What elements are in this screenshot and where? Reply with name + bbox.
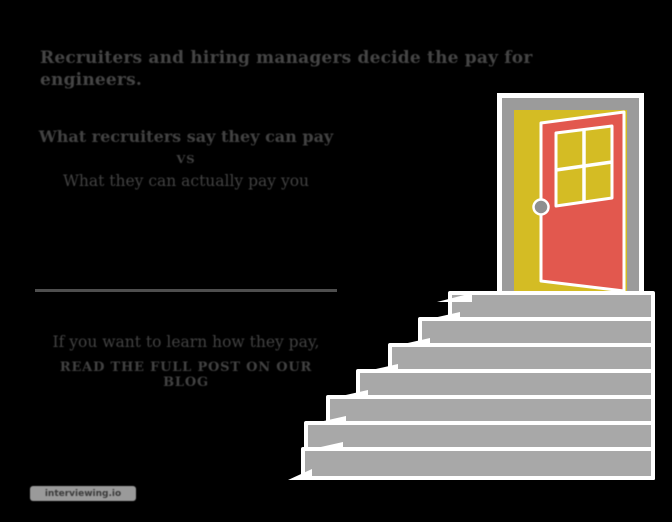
cta-action-text: READ THE FULL POST ON OUR BLOG <box>59 360 313 390</box>
window-mullion-horizontal <box>555 160 613 172</box>
cta-block: If you want to learn how they pay, READ … <box>35 333 337 390</box>
stair-step <box>301 447 655 480</box>
staircase <box>301 291 655 480</box>
watermark-badge: interviewing.io <box>30 486 136 501</box>
comparison-top-text: What recruiters say they can pay <box>38 127 334 146</box>
doorway-threshold <box>437 293 472 302</box>
comparison-block: What recruiters say they can pay VS What… <box>35 127 337 190</box>
door-illustration <box>497 93 644 303</box>
ground-edge <box>288 469 312 480</box>
page-title: Recruiters and hiring managers decide th… <box>40 48 533 90</box>
cta-text: If you want to learn how they pay, <box>52 333 320 351</box>
divider-line <box>35 289 337 292</box>
door-knob-icon <box>532 198 550 216</box>
comparison-bottom-text: What they can actually pay you <box>62 172 310 190</box>
vs-label: VS <box>176 152 196 166</box>
stair-tread-highlights <box>288 293 472 480</box>
